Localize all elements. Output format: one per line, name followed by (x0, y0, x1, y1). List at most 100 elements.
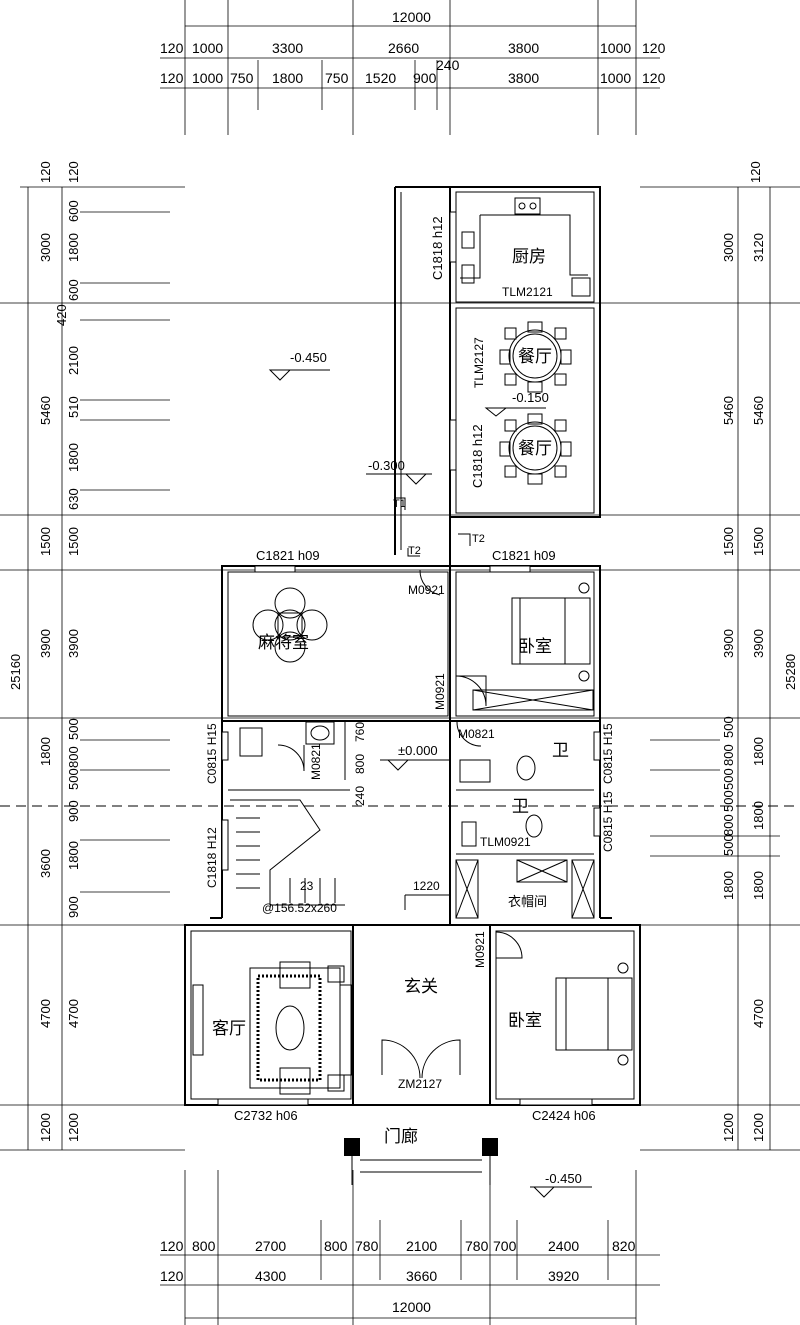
svg-text:1500: 1500 (66, 527, 81, 556)
svg-text:3000: 3000 (38, 233, 53, 262)
svg-text:120: 120 (160, 1268, 184, 1284)
svg-text:1800: 1800 (66, 233, 81, 262)
svg-text:5460: 5460 (751, 396, 766, 425)
right-dimensions: 120 3120 5460 1500 3900 1800 1800 1800 4… (721, 161, 798, 1142)
svg-text:2100: 2100 (406, 1238, 437, 1254)
svg-text:5460: 5460 (38, 396, 53, 425)
door-swings (277, 569, 523, 1079)
kitchen-counter (460, 197, 591, 297)
svg-text:23: 23 (300, 879, 314, 893)
svg-text:M0821: M0821 (309, 743, 323, 780)
bedroom-1-bed (472, 582, 594, 711)
vertical-axis-lines (184, 0, 637, 1325)
top-dimensions: 12000 120 1000 3300 2660 3800 1000 120 1… (160, 9, 666, 86)
cloakroom-wardrobes (455, 859, 595, 919)
svg-text:780: 780 (465, 1238, 489, 1254)
svg-text:T2: T2 (472, 533, 485, 545)
svg-text:1220: 1220 (413, 879, 440, 893)
svg-text:C0815 H15: C0815 H15 (205, 723, 219, 784)
svg-text:500: 500 (721, 834, 736, 856)
svg-text:1000: 1000 (192, 70, 223, 86)
svg-text:820: 820 (612, 1238, 636, 1254)
svg-text:900: 900 (66, 800, 81, 822)
svg-text:C1821 h09: C1821 h09 (492, 548, 556, 563)
svg-text:240: 240 (436, 57, 460, 73)
svg-text:1800: 1800 (38, 737, 53, 766)
top-total-dim: 12000 (392, 9, 431, 25)
svg-text:120: 120 (160, 40, 184, 56)
room-bath-1: 卫 (552, 741, 569, 761)
svg-text:T2: T2 (408, 545, 421, 557)
svg-text:C2732 h06: C2732 h06 (234, 1108, 298, 1123)
svg-text:C1818 h12: C1818 h12 (470, 424, 485, 488)
svg-text:750: 750 (230, 70, 254, 86)
left-total-dim: 25160 (8, 654, 23, 690)
room-bedroom-1: 卧室 (518, 637, 552, 657)
dining-table-2 (499, 413, 572, 485)
room-bedroom-2: 卧室 (508, 1011, 542, 1031)
svg-text:120: 120 (160, 70, 184, 86)
room-living: 客厅 (212, 1019, 246, 1039)
svg-text:1500: 1500 (38, 527, 53, 556)
svg-text:-0.300: -0.300 (368, 458, 405, 473)
svg-text:5460: 5460 (721, 396, 736, 425)
svg-text:ZM2127: ZM2127 (398, 1077, 442, 1091)
svg-text:3800: 3800 (508, 40, 539, 56)
stairs (230, 799, 345, 906)
left-dimensions: 120 3000 5460 1500 3900 1800 3600 4700 1… (8, 161, 81, 1142)
room-mahjong: 麻将室 (258, 633, 309, 653)
room-bath-2: 卫 (512, 797, 529, 817)
svg-text:±0.000: ±0.000 (398, 743, 438, 758)
bath-fixtures (239, 721, 594, 847)
svg-text:1200: 1200 (721, 1113, 736, 1142)
svg-text:4700: 4700 (751, 999, 766, 1028)
svg-text:M0921: M0921 (473, 931, 487, 968)
level-markers (268, 369, 592, 1198)
windows (217, 211, 601, 1106)
annotations: -0.450 -0.150 -0.300 ±0.000 -0.450 T1 T2… (205, 216, 615, 1186)
svg-text:1500: 1500 (721, 527, 736, 556)
svg-text:M0921: M0921 (433, 673, 447, 710)
svg-text:240: 240 (353, 786, 367, 806)
room-foyer: 玄关 (404, 977, 438, 997)
svg-text:4300: 4300 (255, 1268, 286, 1284)
svg-text:800: 800 (66, 746, 81, 768)
svg-text:1500: 1500 (751, 527, 766, 556)
svg-text:1800: 1800 (751, 871, 766, 900)
svg-text:3800: 3800 (508, 70, 539, 86)
svg-text:3900: 3900 (66, 629, 81, 658)
svg-text:1800: 1800 (66, 443, 81, 472)
svg-text:C1818 H12: C1818 H12 (205, 827, 219, 888)
bottom-dimensions: 120 800 2700 800 780 2100 780 700 2400 8… (160, 1238, 636, 1315)
svg-text:2400: 2400 (548, 1238, 579, 1254)
svg-text:-0.450: -0.450 (290, 350, 327, 365)
svg-text:2700: 2700 (255, 1238, 286, 1254)
svg-text:3600: 3600 (38, 849, 53, 878)
svg-text:-0.450: -0.450 (545, 1171, 582, 1186)
svg-text:500: 500 (721, 768, 736, 790)
svg-text:3920: 3920 (548, 1268, 579, 1284)
svg-text:500: 500 (66, 768, 81, 790)
svg-text:1000: 1000 (192, 40, 223, 56)
svg-text:C0815 H15: C0815 H15 (601, 791, 615, 852)
svg-text:T1: T1 (393, 498, 406, 510)
svg-text:C1821 h09: C1821 h09 (256, 548, 320, 563)
horizontal-axis-lines (0, 186, 800, 1151)
svg-text:3300: 3300 (272, 40, 303, 56)
top-dimension-lines (160, 25, 660, 1319)
svg-text:-0.150: -0.150 (512, 390, 549, 405)
svg-text:M0821: M0821 (458, 727, 495, 741)
svg-text:1200: 1200 (38, 1113, 53, 1142)
svg-text:750: 750 (325, 70, 349, 86)
svg-text:900: 900 (66, 896, 81, 918)
dining-table-1 (499, 321, 572, 393)
svg-text:C1818 h12: C1818 h12 (430, 216, 445, 280)
svg-text:1000: 1000 (600, 70, 631, 86)
svg-text:500: 500 (721, 790, 736, 812)
svg-text:120: 120 (642, 70, 666, 86)
room-dining-1: 餐厅 (518, 347, 552, 367)
svg-text:900: 900 (413, 70, 437, 86)
svg-text:510: 510 (66, 396, 81, 418)
svg-text:800: 800 (353, 754, 367, 774)
